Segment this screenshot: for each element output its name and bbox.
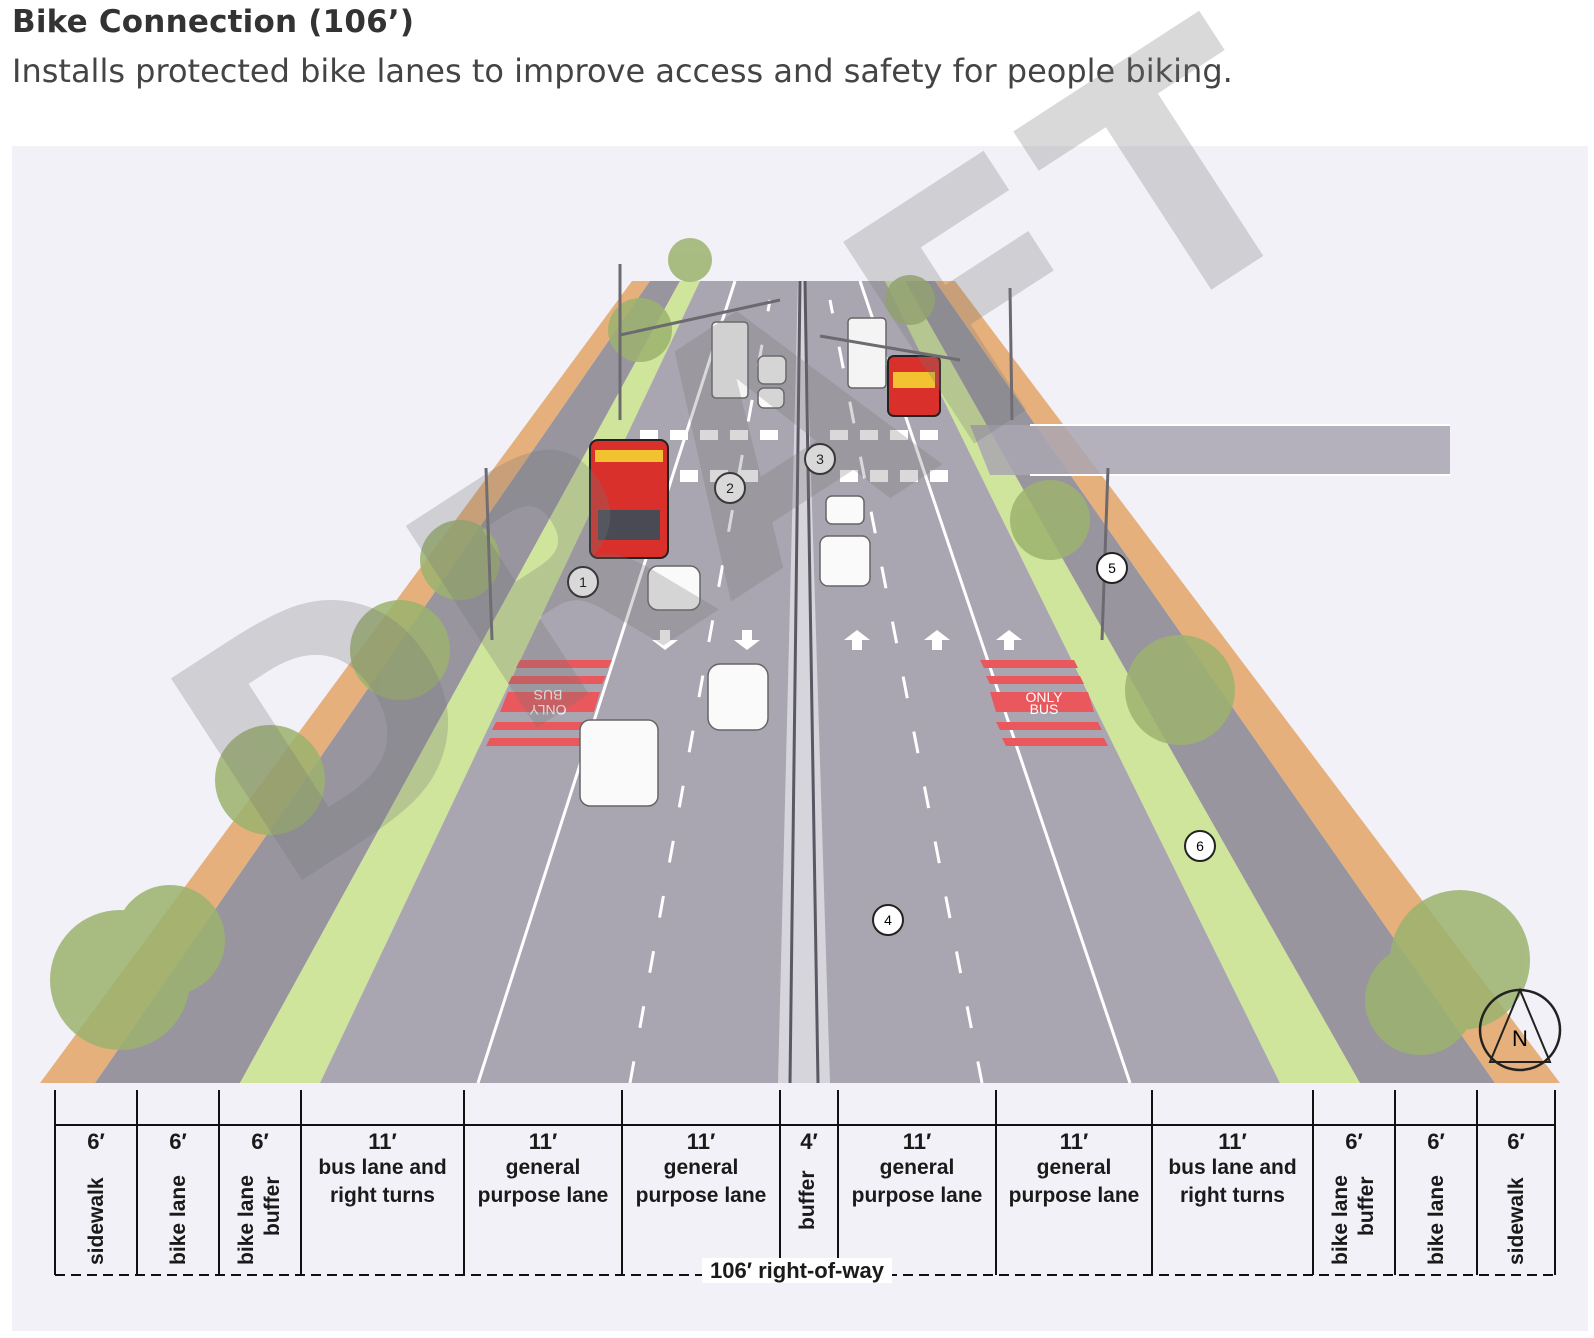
segment-bike-buffer-right-label-2: buffer — [1355, 1176, 1378, 1237]
segment-bus-lane-left: 11′ bus lane and right turns — [318, 1129, 447, 1208]
marker-5: 5 — [1096, 552, 1128, 584]
compass-n-label: N — [1512, 1026, 1528, 1051]
segment-bike-buffer-right: 6′ — [1345, 1129, 1363, 1154]
dimension-lines — [54, 1090, 1556, 1276]
segment-median-buffer-label: buffer — [796, 1170, 819, 1231]
segment-sidewalk-right: 6′ — [1507, 1129, 1525, 1154]
bus-only-marking-left: BUS ONLY — [486, 660, 612, 746]
bus-only-marking-right: ONLY BUS — [980, 660, 1108, 746]
bus-lane-text-only: ONLY — [1025, 689, 1063, 705]
segment-median-buffer: 4′ — [800, 1129, 818, 1154]
right-bike-buffer — [885, 281, 1360, 1083]
segment-bike-lane-right: 6′ — [1427, 1129, 1445, 1154]
marker-6: 6 — [1184, 830, 1216, 862]
segment-bike-lane-left-label: bike lane — [167, 1175, 190, 1265]
north-arrow-compass: N — [1478, 987, 1562, 1072]
segment-sidewalk-left-label: sidewalk — [85, 1177, 108, 1265]
bus-lane-text-bottom: ONLY — [529, 702, 567, 718]
segment-general-lane-2: 11′ general purpose lane — [635, 1129, 767, 1208]
svg-text:3: 3 — [816, 451, 824, 467]
segment-bike-lane-right-label: bike lane — [1425, 1175, 1448, 1265]
left-bike-buffer — [240, 281, 700, 1083]
svg-text:5: 5 — [1108, 560, 1116, 576]
right-sidewalk — [935, 281, 1560, 1083]
segment-general-lane-1: 11′ general purpose lane — [477, 1129, 609, 1208]
svg-text:4: 4 — [884, 912, 892, 928]
svg-text:6: 6 — [1196, 838, 1204, 854]
page-subtitle: Installs protected bike lanes to improve… — [12, 52, 1233, 90]
segment-bike-lane-left: 6′ — [169, 1129, 187, 1154]
segment-sidewalk-left: 6′ — [87, 1129, 105, 1154]
street-trees — [50, 238, 1530, 1055]
segment-bike-buffer-right-label-1: bike lane — [1329, 1175, 1352, 1265]
segment-general-lane-4: 11′ general purpose lane — [1008, 1129, 1140, 1208]
segment-bike-buffer-left-label-2: buffer — [261, 1176, 284, 1237]
callout-markers: 1 2 3 4 5 6 — [567, 443, 1216, 936]
svg-text:2: 2 — [726, 480, 734, 496]
bus-lane-text-top: BUS — [534, 687, 563, 703]
marker-4: 4 — [872, 904, 904, 936]
bus-lane-text-bus: BUS — [1030, 701, 1059, 717]
segment-bike-buffer-left-label-1: bike lane — [235, 1175, 258, 1265]
page-title: Bike Connection (106’) — [12, 4, 415, 40]
svg-text:1: 1 — [579, 574, 587, 590]
segment-general-lane-3: 11′ general purpose lane — [851, 1129, 983, 1208]
segment-bus-lane-right: 11′ bus lane and right turns — [1168, 1129, 1297, 1208]
total-right-of-way: 106′ right-of-way — [0, 1258, 1594, 1284]
segment-sidewalk-right-label: sidewalk — [1505, 1177, 1528, 1265]
marker-3: 3 — [804, 443, 836, 475]
marker-2: 2 — [714, 472, 746, 504]
left-sidewalk — [40, 281, 650, 1083]
vehicles — [579, 317, 941, 807]
marker-1: 1 — [567, 566, 599, 598]
total-right-of-way-label: 106′ right-of-way — [702, 1258, 892, 1283]
lane-arrows — [652, 630, 1022, 650]
segment-bike-buffer-left: 6′ — [251, 1129, 269, 1154]
cross-street — [970, 425, 1450, 475]
